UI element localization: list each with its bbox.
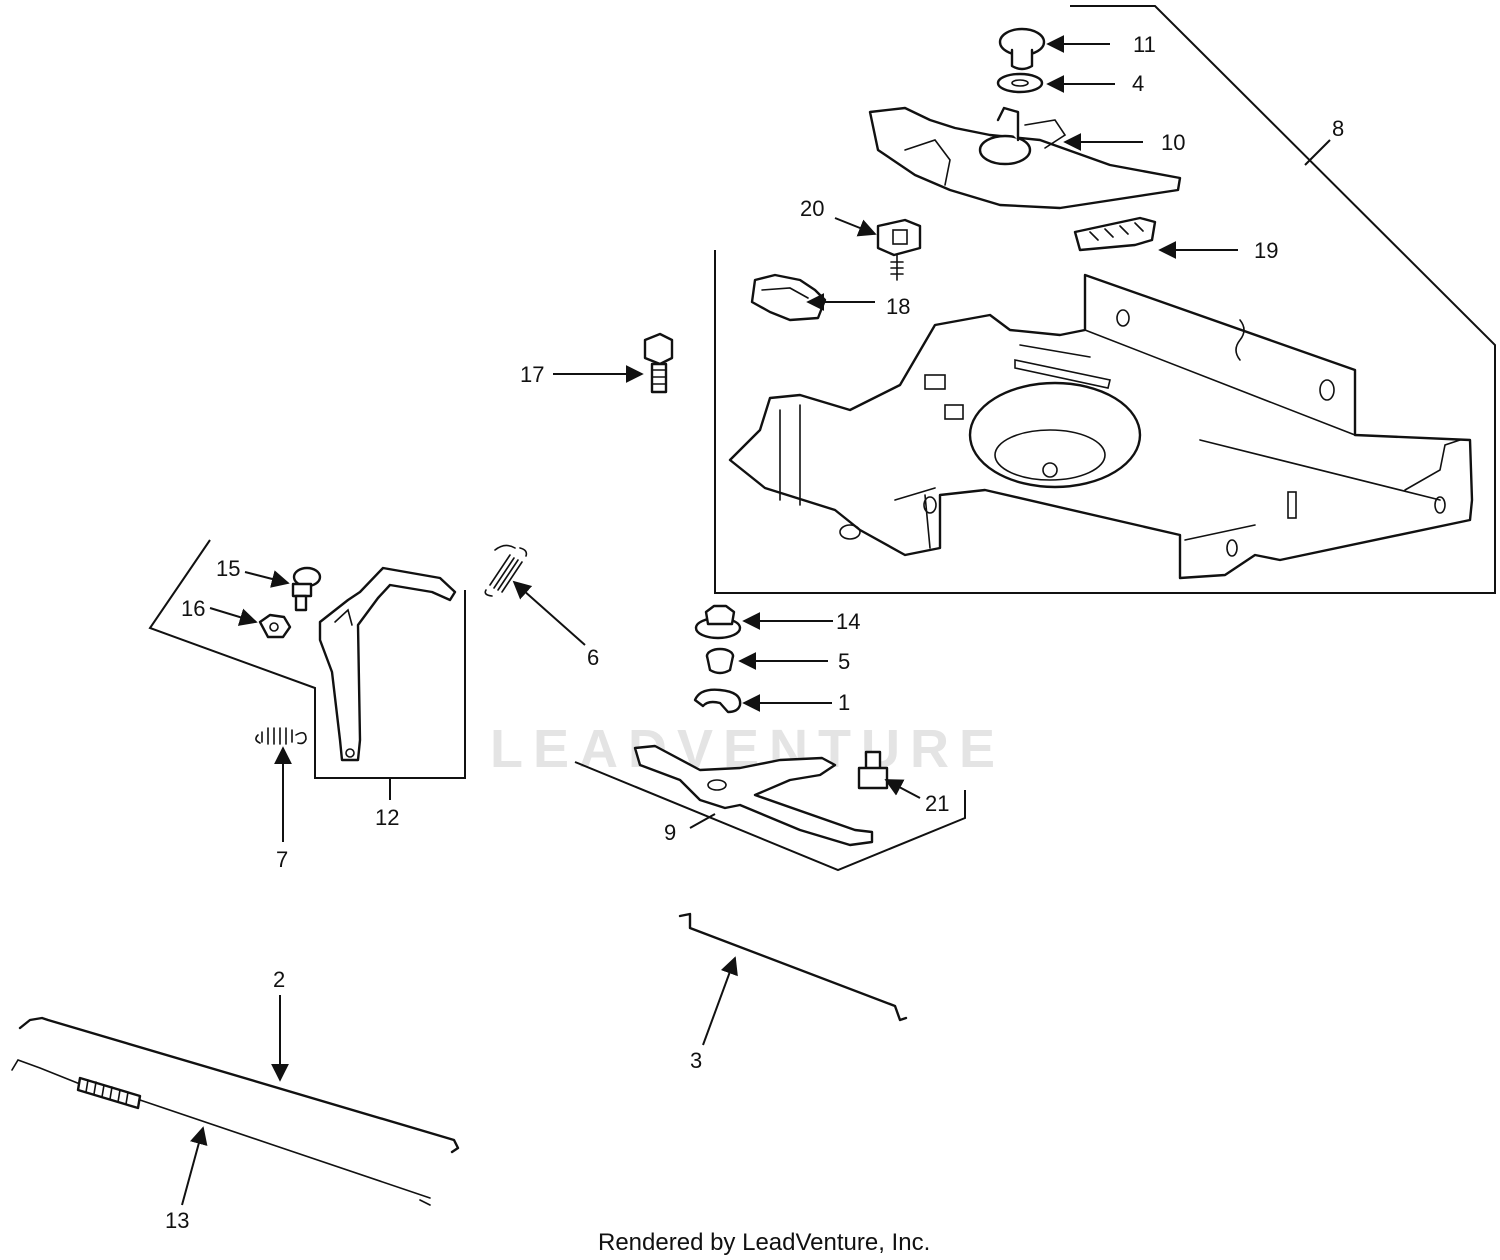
bracket-8 xyxy=(714,5,1496,594)
part-19-bracket xyxy=(1073,216,1157,252)
part-14-flange-nut xyxy=(694,604,742,640)
callout-19: 19 xyxy=(1254,238,1278,263)
callout-labels: 11 4 10 8 19 20 18 17 15 16 6 14 5 1 21 … xyxy=(165,32,1344,1233)
callout-6: 6 xyxy=(587,645,599,670)
callout-12: 12 xyxy=(375,805,399,830)
part-8-base-frame xyxy=(728,273,1474,580)
callout-2: 2 xyxy=(273,967,285,992)
part-9-plate-lever xyxy=(633,744,874,847)
part-1-clip xyxy=(693,688,742,714)
callout-18: 18 xyxy=(886,294,910,319)
callout-1: 1 xyxy=(838,690,850,715)
callout-13: 13 xyxy=(165,1208,189,1233)
part-10-control-plate xyxy=(868,106,1182,210)
callout-8: 8 xyxy=(1332,116,1344,141)
part-13-rod-spring xyxy=(11,1059,431,1206)
callout-21: 21 xyxy=(925,791,949,816)
callout-17: 17 xyxy=(520,362,544,387)
credit-text: Rendered by LeadVenture, Inc. xyxy=(598,1229,930,1256)
callout-5: 5 xyxy=(838,649,850,674)
part-2-rod xyxy=(18,1016,460,1154)
callout-15: 15 xyxy=(216,556,240,581)
part-5-bushing xyxy=(705,647,735,675)
callout-20: 20 xyxy=(800,196,824,221)
part-17-bolt xyxy=(643,332,674,394)
part-11-knob xyxy=(998,27,1046,71)
part-3-rod xyxy=(678,912,908,1022)
part-7-spring xyxy=(255,727,307,745)
part-12-lever xyxy=(318,566,457,762)
callout-10: 10 xyxy=(1161,130,1185,155)
part-16-nut xyxy=(258,613,292,639)
part-15-bolt xyxy=(291,566,322,612)
callout-9: 9 xyxy=(664,820,676,845)
callout-14: 14 xyxy=(836,609,860,634)
leader-lines xyxy=(181,35,1331,1206)
callout-16: 16 xyxy=(181,596,205,621)
callout-11: 11 xyxy=(1133,32,1156,57)
part-18-clip xyxy=(750,273,827,322)
part-6-spring xyxy=(484,544,528,597)
part-20-switch xyxy=(876,218,922,281)
callout-3: 3 xyxy=(690,1048,702,1073)
callout-4: 4 xyxy=(1132,71,1144,96)
bracket-9 xyxy=(574,761,966,872)
bracket-12 xyxy=(148,539,466,779)
callout-7: 7 xyxy=(276,847,288,872)
part-4-washer xyxy=(996,72,1044,94)
part-21-stud xyxy=(857,750,889,790)
